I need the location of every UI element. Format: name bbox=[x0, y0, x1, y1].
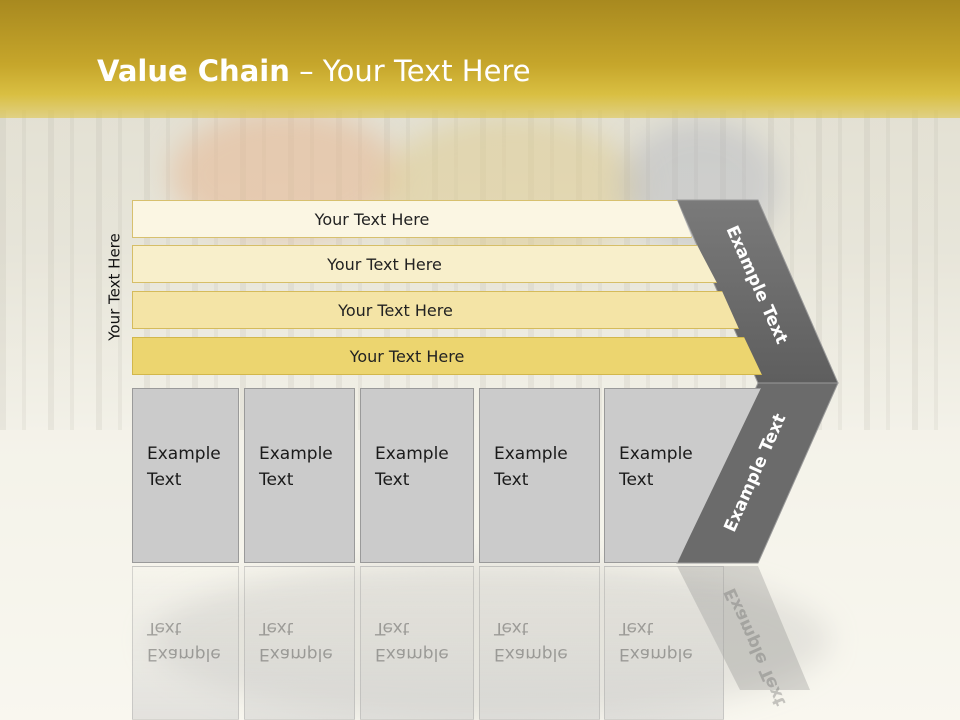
bar-1: Your Text Here bbox=[132, 200, 692, 238]
background-figure bbox=[380, 115, 640, 265]
arrow-reflection bbox=[677, 566, 810, 690]
background-figure bbox=[150, 560, 830, 720]
bar-3: Your Text Here bbox=[132, 291, 739, 329]
bar-2: Your Text Here bbox=[132, 245, 717, 283]
header-bar bbox=[0, 0, 960, 118]
page-title: Value Chain – Your Text Here bbox=[97, 54, 531, 88]
bar-4: Your Text Here bbox=[132, 337, 762, 375]
